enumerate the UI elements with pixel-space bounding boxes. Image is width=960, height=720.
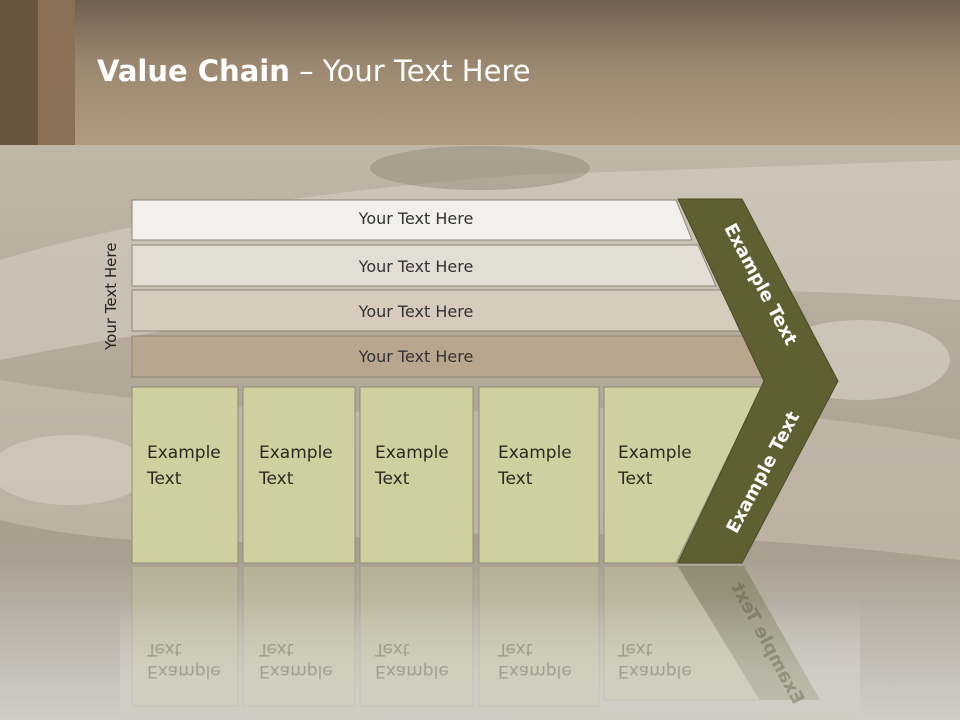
row-shape-1 bbox=[131, 199, 693, 241]
box-label-line: Text bbox=[147, 469, 182, 489]
chevron-shape bbox=[677, 198, 839, 564]
title-accent-stripe bbox=[38, 0, 75, 145]
reflection-line: Example bbox=[498, 661, 572, 681]
box-label-line: Example bbox=[498, 443, 572, 463]
title-bar bbox=[0, 0, 960, 145]
box-label-line: Text bbox=[375, 469, 410, 489]
row-label-4: Your Text Here bbox=[358, 347, 474, 366]
reflection-line: Example bbox=[375, 661, 449, 681]
box-label-line: Example bbox=[375, 443, 449, 463]
box-label-line: Text bbox=[498, 469, 533, 489]
reflection-line: Text bbox=[259, 639, 294, 659]
box-shape-1 bbox=[131, 386, 239, 564]
box-shape-5 bbox=[603, 386, 763, 564]
reflection-line: Example bbox=[259, 661, 333, 681]
box-label-line: Example bbox=[259, 443, 333, 463]
row-label-3: Your Text Here bbox=[358, 302, 474, 321]
row-label-1: Your Text Here bbox=[358, 209, 474, 228]
box-label-line: Text bbox=[618, 469, 653, 489]
box-label-line: Text bbox=[259, 469, 294, 489]
title-accent-stripe bbox=[0, 0, 38, 145]
reflection-line: Text bbox=[618, 639, 653, 659]
title-bold: Value Chain bbox=[97, 54, 290, 88]
reflection-line: Text bbox=[147, 639, 182, 659]
box-shape-2 bbox=[242, 386, 356, 564]
reflection-line: Example bbox=[147, 661, 221, 681]
reflection-line: Text bbox=[375, 639, 410, 659]
box-shape-4 bbox=[478, 386, 600, 564]
reflection-line: Example bbox=[618, 661, 692, 681]
box-shape-3 bbox=[359, 386, 474, 564]
title-rest: – Your Text Here bbox=[289, 54, 531, 88]
box-label-line: Example bbox=[618, 443, 692, 463]
slide-title: Value Chain – Your Text Here bbox=[97, 54, 531, 88]
reflection-line: Text bbox=[498, 639, 533, 659]
box-label-line: Example bbox=[147, 443, 221, 463]
row-shape-2 bbox=[131, 244, 717, 287]
row-label-2: Your Text Here bbox=[358, 257, 474, 276]
